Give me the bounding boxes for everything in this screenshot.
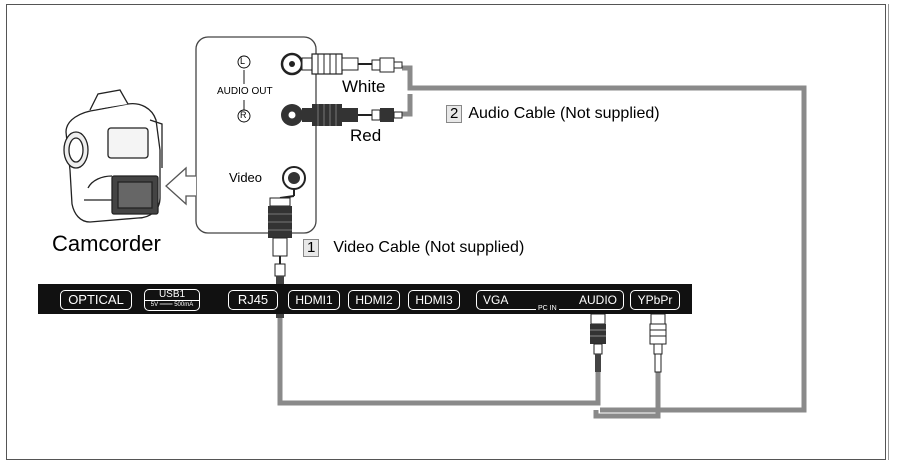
audio-jack-right (281, 104, 303, 126)
audio-red-cable-route (402, 94, 413, 117)
vga-label: VGA (483, 293, 509, 307)
usb-port: USB1 5V ═══ 500mA (144, 289, 200, 311)
video-cable-number: 1 (303, 239, 320, 257)
diagram-frame (6, 4, 886, 460)
rj45-port: RJ45 (228, 290, 278, 310)
audio-port-plug-right (649, 313, 667, 373)
red-cable-label: Red (350, 126, 382, 145)
red-rca-plug (302, 104, 403, 126)
channel-marks (237, 55, 251, 123)
audio-cable-callout: 2 Audio Cable (Not supplied) (446, 105, 660, 123)
optical-port: OPTICAL (60, 290, 132, 310)
video-cable-text: Video Cable (Not supplied) (333, 239, 525, 256)
audio-red-lower-route (593, 372, 661, 419)
audio-label: AUDIO (578, 293, 617, 307)
video-jack (282, 166, 306, 190)
usb-rating-label: 5V ═══ 500mA (150, 302, 194, 308)
usb-port-label: USB1 (145, 290, 199, 301)
left-channel-mark: L (240, 56, 246, 66)
video-cable-route (277, 318, 601, 406)
hdmi3-port: HDMI3 (408, 290, 460, 310)
frame-edge (888, 4, 889, 460)
white-cable-label: White (342, 77, 386, 96)
pc-in-label: PC IN (536, 305, 559, 312)
video-cable-callout: 1 Video Cable (Not supplied) (303, 239, 524, 257)
audio-cable-number: 2 (446, 105, 463, 123)
audio-jack-left (280, 52, 304, 76)
audio-cable-text: Audio Cable (Not supplied) (468, 105, 660, 122)
audio-white-cable-route (402, 65, 807, 413)
camcorder-icon (63, 89, 163, 223)
video-cable-plug (268, 188, 295, 290)
right-channel-mark: R (240, 110, 247, 120)
camcorder-label: Camcorder (52, 231, 161, 256)
white-rca-plug (301, 53, 403, 75)
audio-port-plug-left (590, 313, 606, 372)
hdmi1-port: HDMI1 (288, 290, 340, 310)
video-label: Video (229, 170, 263, 185)
arrow-icon (165, 166, 196, 206)
hdmi2-port: HDMI2 (348, 290, 400, 310)
audio-out-label: AUDIO OUT (217, 86, 273, 97)
ypbpr-port: YPbPr (630, 290, 680, 310)
cable-routes (277, 65, 807, 419)
